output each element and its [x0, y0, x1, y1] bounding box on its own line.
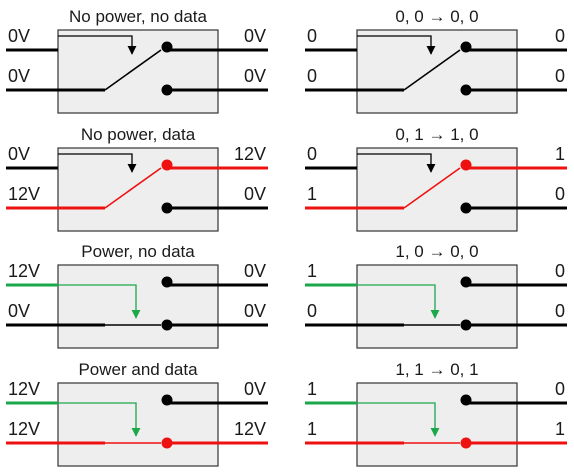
- coil-signal-line: [357, 284, 440, 319]
- relay-panel: 0, 0 → 0, 0 0 0 0 0: [305, 7, 567, 114]
- label-input-bottom: 12V: [8, 184, 40, 204]
- label-input-top: 12V: [8, 379, 40, 399]
- label-input-top: 12V: [8, 261, 40, 281]
- relay-box: [356, 264, 518, 349]
- coil-signal-line: [58, 284, 141, 319]
- relay-box: [356, 29, 518, 114]
- relay-panel: Power and data 12V 12V 0V 12V: [6, 360, 268, 467]
- relay-box: [356, 147, 518, 232]
- contact-pin-bottom: [161, 202, 173, 214]
- panel-title: No power, no data: [69, 7, 208, 26]
- relay-box: [356, 382, 518, 467]
- coil-signal-line: [58, 402, 141, 437]
- relay-box: [57, 382, 219, 467]
- relay-panel: No power, no data 0V 0V 0V 0V: [6, 7, 268, 114]
- label-output-top: 1: [555, 144, 565, 164]
- label-input-top: 1: [307, 261, 317, 281]
- contact-pin-top: [161, 394, 173, 406]
- switch-arm: [403, 167, 461, 209]
- label-input-bottom: 0: [307, 301, 317, 321]
- switch-arm: [403, 49, 461, 91]
- label-output-top: 0V: [244, 379, 266, 399]
- label-output-bottom: 0: [555, 301, 565, 321]
- contact-pin-bottom: [161, 84, 173, 96]
- contact-pin-top: [460, 159, 472, 171]
- contact-pin-bottom: [161, 319, 173, 331]
- label-output-top: 0V: [244, 261, 266, 281]
- label-input-top: 1: [307, 379, 317, 399]
- label-output-top: 12V: [234, 144, 266, 164]
- label-output-bottom: 0V: [244, 184, 266, 204]
- contact-pin-bottom: [460, 84, 472, 96]
- panel-title: No power, data: [81, 125, 196, 144]
- label-output-top: 0: [555, 26, 565, 46]
- contact-pin-top: [161, 159, 173, 171]
- coil-signal-line: [357, 402, 440, 437]
- contact-pin-top: [161, 41, 173, 53]
- coil-signal-line: [58, 35, 137, 55]
- relay-panel: No power, data 0V 12V 12V 0V: [6, 125, 268, 232]
- label-output-top: 0: [555, 261, 565, 281]
- panel-title: 1, 1 → 0, 1: [395, 360, 478, 379]
- panel-title: Power and data: [78, 360, 198, 379]
- relay-panel: 0, 1 → 1, 0 0 1 1 0: [305, 125, 567, 232]
- label-input-bottom: 1: [307, 419, 317, 439]
- relay-panel: Power, no data 12V 0V 0V 0V: [6, 242, 268, 349]
- panel-title: 0, 1 → 1, 0: [395, 125, 478, 144]
- contact-pin-bottom: [460, 202, 472, 214]
- contact-pin-top: [460, 41, 472, 53]
- coil-signal-line: [357, 35, 436, 55]
- panel-title: 1, 0 → 0, 0: [395, 242, 478, 261]
- relay-box: [57, 264, 219, 349]
- label-input-bottom: 0V: [8, 301, 30, 321]
- contact-pin-top: [460, 394, 472, 406]
- label-input-top: 0: [307, 144, 317, 164]
- label-output-bottom: 1: [555, 419, 565, 439]
- label-output-bottom: 0: [555, 66, 565, 86]
- contact-pin-top: [460, 276, 472, 288]
- panel-title: 0, 0 → 0, 0: [395, 7, 478, 26]
- label-input-top: 0: [307, 26, 317, 46]
- relay-panel: 1, 0 → 0, 0 1 0 0 0: [305, 242, 567, 349]
- label-output-top: 0: [555, 379, 565, 399]
- coil-signal-line: [357, 153, 436, 173]
- contact-pin-bottom: [460, 319, 472, 331]
- panel-title: Power, no data: [81, 242, 195, 261]
- coil-signal-line: [58, 153, 137, 173]
- label-input-bottom: 0: [307, 66, 317, 86]
- relay-box: [57, 147, 219, 232]
- label-output-bottom: 0V: [244, 301, 266, 321]
- relay-panel: 1, 1 → 0, 1 1 1 0 1: [305, 360, 567, 467]
- label-input-bottom: 1: [307, 184, 317, 204]
- label-input-top: 0V: [8, 26, 30, 46]
- label-output-bottom: 0: [555, 184, 565, 204]
- contact-pin-top: [161, 276, 173, 288]
- switch-arm: [104, 167, 162, 209]
- label-input-bottom: 12V: [8, 419, 40, 439]
- relay-box: [57, 29, 219, 114]
- label-output-top: 0V: [244, 26, 266, 46]
- label-output-bottom: 0V: [244, 66, 266, 86]
- label-input-bottom: 0V: [8, 66, 30, 86]
- label-output-bottom: 12V: [234, 419, 266, 439]
- contact-pin-bottom: [460, 437, 472, 449]
- switch-arm: [104, 49, 162, 91]
- label-input-top: 0V: [8, 144, 30, 164]
- contact-pin-bottom: [161, 437, 173, 449]
